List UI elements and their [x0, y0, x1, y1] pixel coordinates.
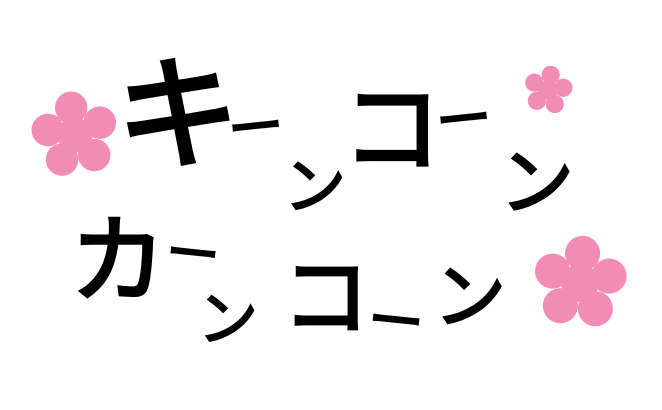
lettering-char: コ [282, 246, 370, 349]
flower-icon [520, 61, 576, 116]
lettering-char: ー [163, 220, 223, 288]
flower-icon [26, 85, 123, 180]
lettering-char: コ [342, 71, 442, 188]
lettering-char: ン [434, 255, 506, 339]
lettering-char: ン [198, 285, 258, 355]
line2-lettering: カーンコーン [70, 205, 506, 358]
lettering-char: ー [365, 287, 427, 357]
lettering-char: ン [500, 140, 574, 226]
lettering-char: キ [116, 44, 240, 188]
flower-icon [530, 231, 630, 329]
lettering-char: ー [433, 85, 495, 155]
lettering-char: カ [70, 205, 166, 317]
lettering-char: ン [284, 150, 346, 223]
line1-lettering: キーンコーン [116, 44, 574, 226]
lettering-char: ー [225, 93, 287, 163]
